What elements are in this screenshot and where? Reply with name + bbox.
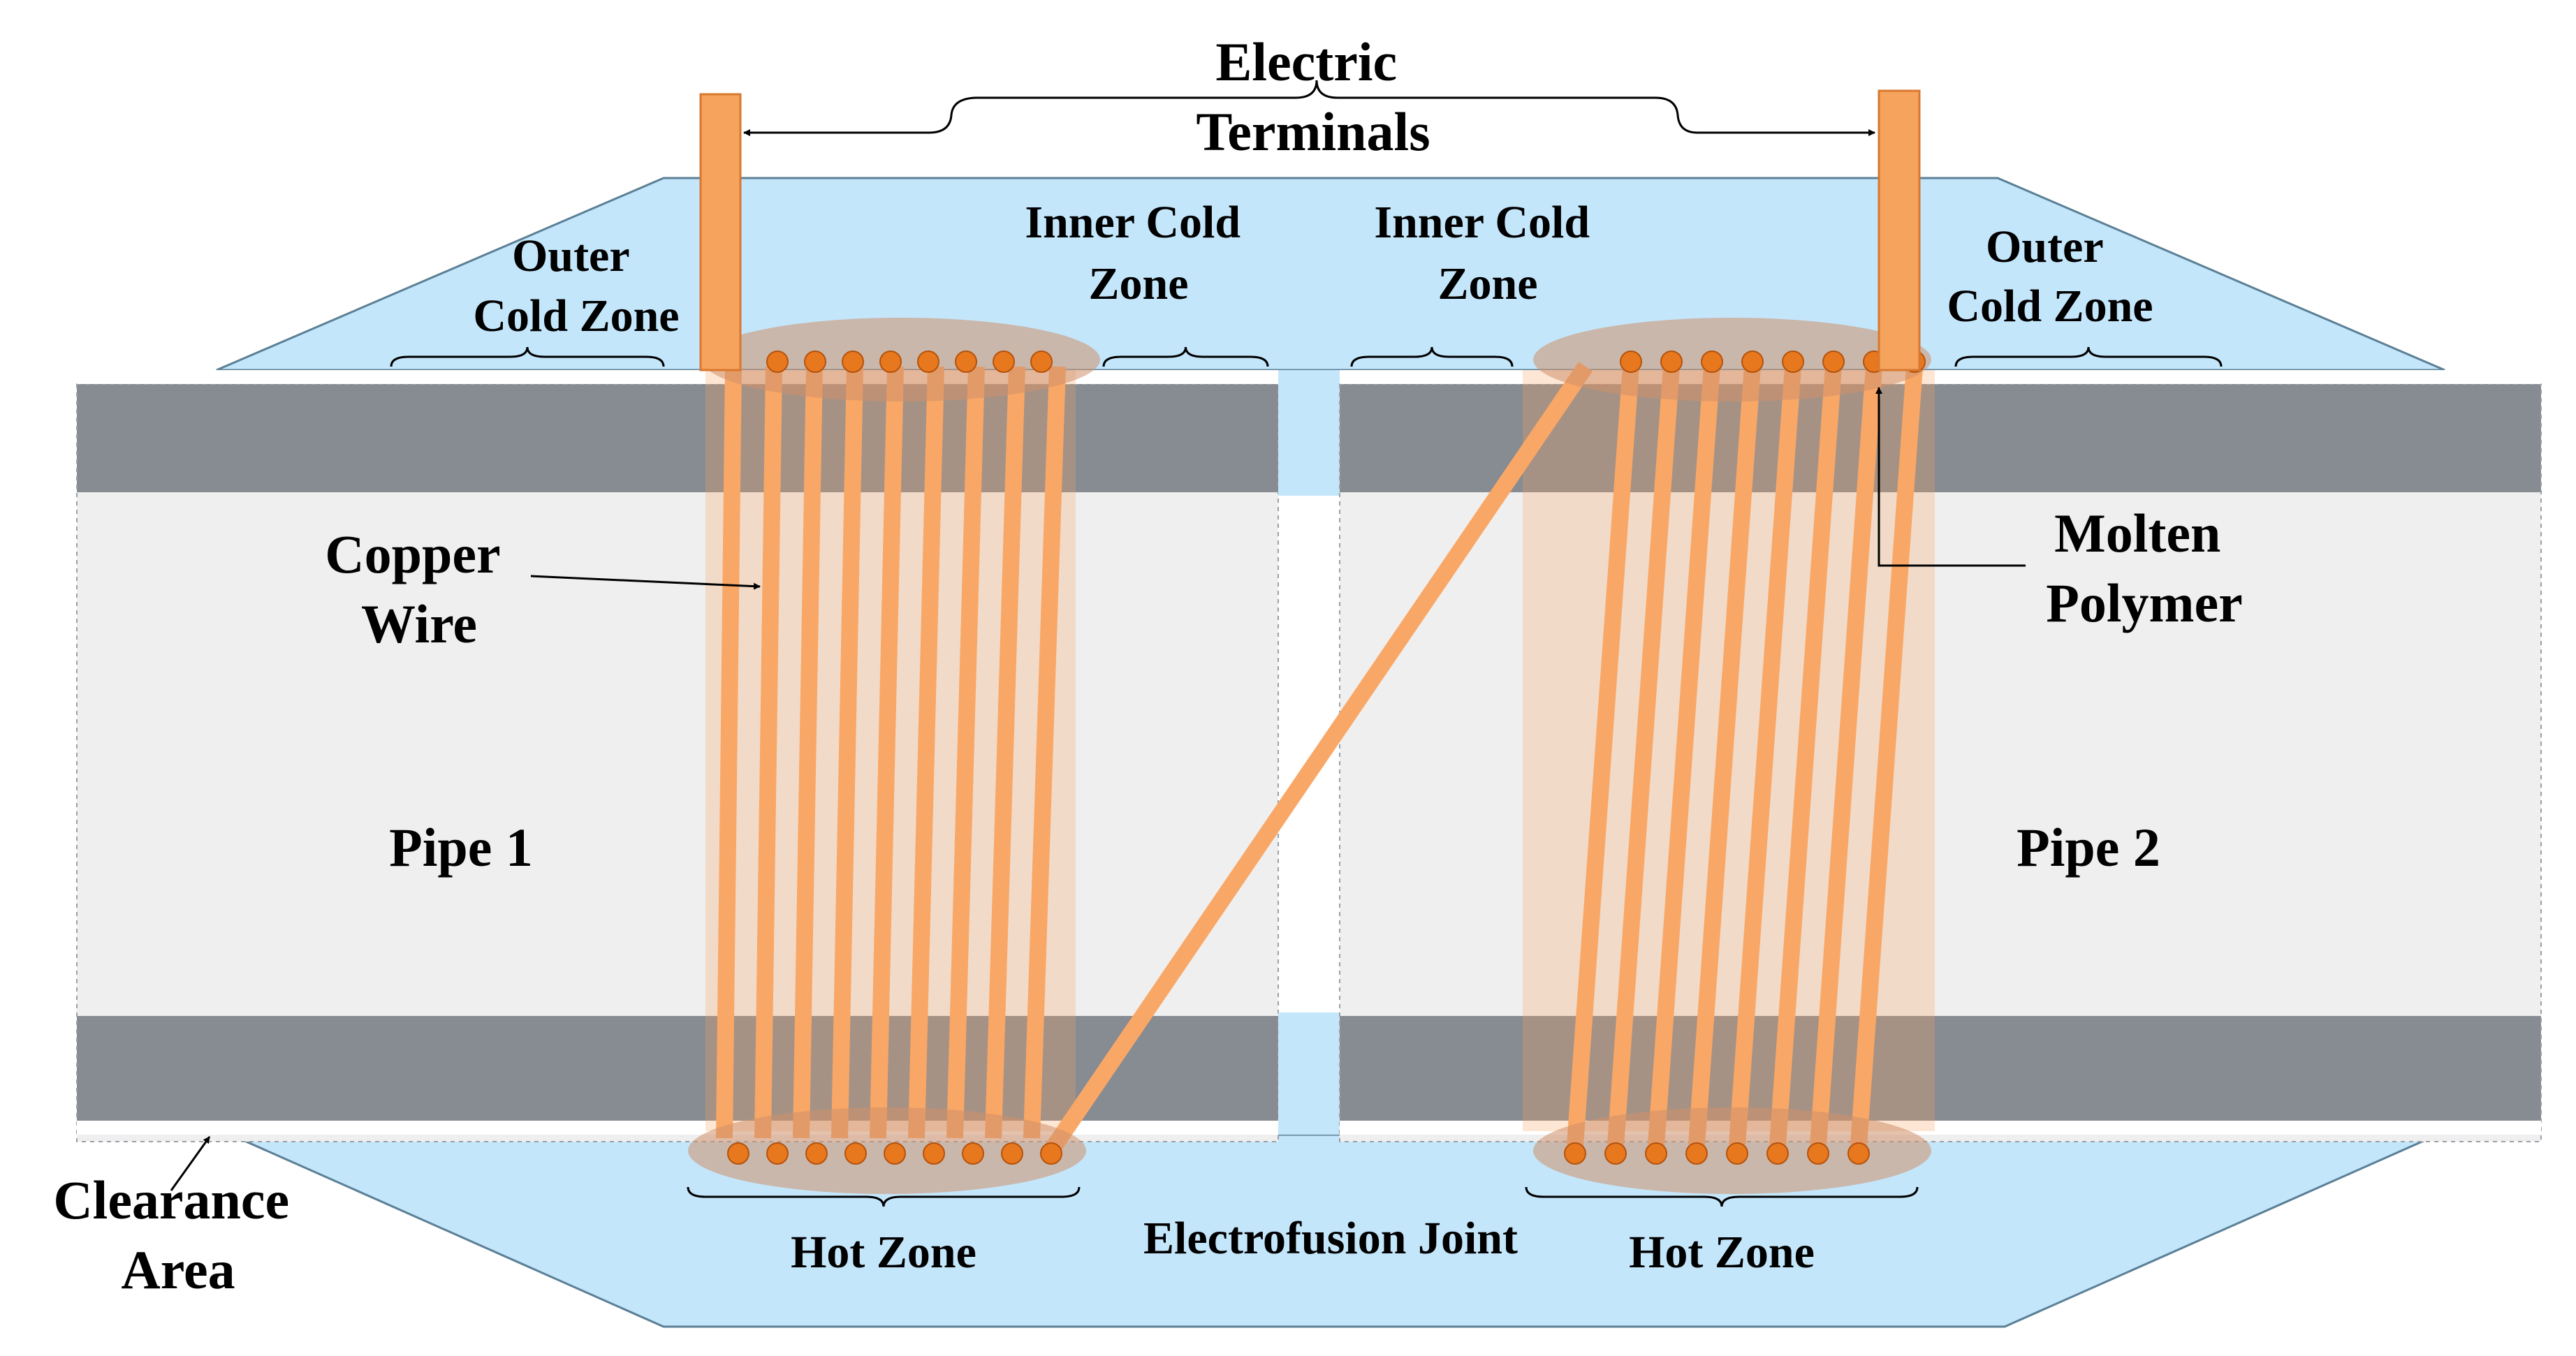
copper-wires (716, 362, 1923, 1160)
wire-dot-top-right-4 (1741, 351, 1764, 373)
wire-dot-top-right-6 (1822, 351, 1845, 373)
label-inner-cold-zone-left: Inner Cold Zone (1025, 197, 1252, 309)
brace-hot-zone-left (687, 1186, 1081, 1207)
label-copper-wire: Copper Wire (325, 524, 513, 654)
wire-dot-top-left-2 (804, 351, 826, 373)
wire-dot-top-right-2 (1660, 351, 1683, 373)
clearance-area-arrow (170, 1136, 211, 1191)
copper-wire-right-5 (1729, 366, 1801, 1146)
label-hot-zone-right: Hot Zone (1629, 1227, 1815, 1278)
wire-dot-bottom-right-4 (1685, 1142, 1708, 1165)
wire-dots (727, 351, 1926, 1165)
braces (390, 80, 2223, 1207)
copper-wire-left-9 (1023, 366, 1066, 1139)
copper-wire-left-6 (908, 366, 944, 1139)
copper-wire-crossover (1041, 362, 1593, 1160)
wire-dot-top-left-3 (842, 351, 864, 373)
copper-wire-left-8 (985, 366, 1025, 1139)
label-clearance-area: Clearance Area (53, 1170, 302, 1300)
wire-dot-bottom-left-3 (805, 1142, 828, 1165)
label-molten-polymer: Molten Polymer (2046, 503, 2243, 633)
copper-wire-right-3 (1648, 366, 1720, 1146)
brace-inner-cold-left (1102, 346, 1269, 367)
label-outer-cold-zone-left: Outer Cold Zone (473, 230, 679, 341)
wire-dot-bottom-right-5 (1726, 1142, 1748, 1165)
copper-wire-arrow (530, 575, 761, 590)
pipe-1-top-wall (77, 384, 1278, 492)
brace-outer-cold-left (390, 346, 665, 367)
label-pipe-1: Pipe 1 (389, 817, 533, 878)
clearance-strip-bottom-2 (1340, 1121, 2541, 1135)
brace-electric-terminals (928, 80, 1698, 134)
copper-wire-right-4 (1688, 366, 1761, 1146)
wire-dot-bottom-left-1 (727, 1142, 749, 1165)
terminal-right (1878, 89, 1921, 371)
pipe-1-outline (76, 383, 1279, 1142)
pipe-2-bottom-wall (1340, 1016, 2541, 1121)
electric-terminals (699, 89, 1921, 371)
wire-dot-bottom-right-8 (1847, 1142, 1870, 1165)
gap-bottom (1278, 1012, 1340, 1135)
copper-wire-right-7 (1810, 366, 1882, 1146)
wire-dot-bottom-left-4 (844, 1142, 867, 1165)
label-hot-zone-left: Hot Zone (791, 1227, 976, 1278)
label-pipe-2: Pipe 2 (2017, 817, 2160, 878)
copper-wire-left-7 (946, 366, 985, 1139)
brace-outer-cold-right (1954, 346, 2223, 367)
copper-wire-right-6 (1769, 366, 1842, 1146)
wire-dot-bottom-left-7 (962, 1142, 984, 1165)
copper-wire-right-1 (1567, 366, 1639, 1146)
wire-dot-top-right-3 (1701, 351, 1723, 373)
pipe-gap (1278, 370, 1340, 1135)
copper-wire-left-2 (754, 366, 782, 1139)
copper-wire-left-5 (870, 366, 904, 1139)
wire-dot-top-left-7 (993, 351, 1015, 373)
wire-dot-bottom-right-6 (1766, 1142, 1789, 1165)
copper-wire-left-1 (716, 366, 742, 1139)
labels: Electric Terminals Outer Cold Zone Inner… (53, 31, 2242, 1300)
wire-dot-top-left-4 (879, 351, 902, 373)
copper-wire-left-3 (793, 366, 823, 1139)
wire-dot-bottom-right-1 (1564, 1142, 1586, 1165)
pipe-1 (76, 383, 1279, 1142)
copper-wire-right-8 (1850, 366, 1923, 1146)
wire-dot-top-left-1 (766, 351, 789, 373)
label-electric-terminals: Electric Terminals (1196, 31, 1430, 162)
clearance-strip-top-2 (1340, 370, 2541, 384)
wire-dot-bottom-right-7 (1807, 1142, 1829, 1165)
terminal-left (699, 93, 742, 371)
copper-wire-right-2 (1607, 366, 1680, 1146)
wire-dot-bottom-left-6 (923, 1142, 945, 1165)
label-outer-cold-zone-right: Outer Cold Zone (1947, 221, 2153, 332)
leaders (170, 129, 2026, 1191)
wire-dot-bottom-right-2 (1604, 1142, 1627, 1165)
wire-dot-bottom-left-9 (1040, 1142, 1062, 1165)
label-electrofusion-joint: Electrofusion Joint (1143, 1213, 1518, 1264)
copper-wire-left-4 (831, 366, 863, 1139)
molten-polymer-arrow (1875, 387, 2026, 567)
wire-dot-bottom-left-5 (884, 1142, 906, 1165)
wire-dot-top-right-1 (1620, 351, 1642, 373)
wire-dot-top-left-6 (955, 351, 977, 373)
wire-dot-top-right-5 (1782, 351, 1804, 373)
pipe-2 (1339, 383, 2542, 1142)
pipe-2-outline (1339, 383, 2542, 1142)
brace-hot-zone-right (1525, 1186, 1919, 1207)
clearance-strip-top-1 (77, 370, 1278, 384)
wire-dot-bottom-left-8 (1001, 1142, 1023, 1165)
molten-ellipse-top-right (1533, 318, 1931, 401)
brace-inner-cold-right (1350, 346, 1514, 367)
wire-dot-bottom-right-3 (1645, 1142, 1667, 1165)
gap-top (1278, 370, 1340, 496)
wire-dot-top-left-5 (917, 351, 939, 373)
wire-dot-top-left-8 (1030, 351, 1053, 373)
pipe-1-bore (77, 384, 1278, 1142)
pipe-2-bore (1340, 384, 2541, 1142)
clearance-strip-bottom-1 (77, 1121, 1278, 1135)
label-inner-cold-zone-right: Inner Cold Zone (1374, 197, 1601, 309)
wire-dot-bottom-left-2 (766, 1142, 789, 1165)
